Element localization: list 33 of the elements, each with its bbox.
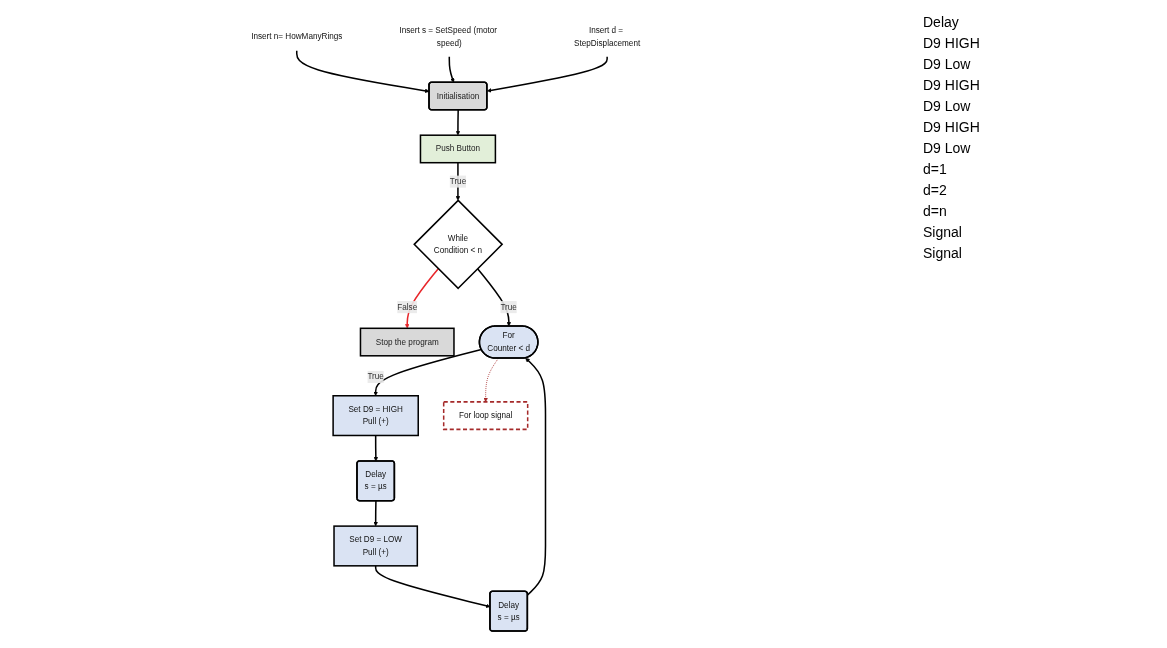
node-text: Insert d = StepDisplacement bbox=[573, 26, 641, 48]
arrow bbox=[373, 348, 483, 396]
arrow bbox=[373, 500, 378, 527]
arrow bbox=[373, 434, 378, 462]
arrow bbox=[455, 109, 461, 136]
arrow bbox=[404, 267, 439, 329]
signal-label: d=2 bbox=[923, 182, 948, 198]
signal-label: d=1 bbox=[923, 161, 948, 177]
arrow bbox=[448, 55, 455, 83]
node-box: Set D9 = HIGH Pull (+) bbox=[332, 394, 419, 437]
arrow bbox=[486, 55, 608, 93]
node-text: Insert s = SetSpeed (motor speed) bbox=[399, 26, 497, 48]
edge-label: False bbox=[397, 302, 418, 312]
node-box: Set D9 = LOW Pull (+) bbox=[333, 525, 418, 567]
signal-label: D9 HIGH bbox=[923, 119, 981, 135]
signal-label: D9 Low bbox=[923, 140, 972, 156]
node-text: Insert n= HowManyRings bbox=[251, 32, 343, 41]
edge-label: True bbox=[500, 302, 517, 312]
signal-label: Signal bbox=[923, 224, 963, 240]
signal-label: Delay bbox=[923, 14, 960, 30]
signal-label: Signal bbox=[923, 245, 963, 261]
edge-label: True bbox=[449, 176, 467, 186]
node-box: Push Button bbox=[419, 134, 497, 164]
node-diamond: While Condition < n bbox=[413, 199, 504, 290]
node-box: For loop signal bbox=[442, 401, 529, 431]
node-box: Stop the program bbox=[359, 327, 455, 357]
signal-label: D9 Low bbox=[923, 56, 972, 72]
edge-label: True bbox=[367, 372, 384, 381]
signal-label: d=n bbox=[923, 203, 948, 219]
signal-label: D9 Low bbox=[923, 98, 972, 114]
arrow bbox=[525, 357, 547, 596]
signal-label: D9 HIGH bbox=[923, 35, 981, 51]
signal-label: D9 HIGH bbox=[923, 77, 981, 93]
